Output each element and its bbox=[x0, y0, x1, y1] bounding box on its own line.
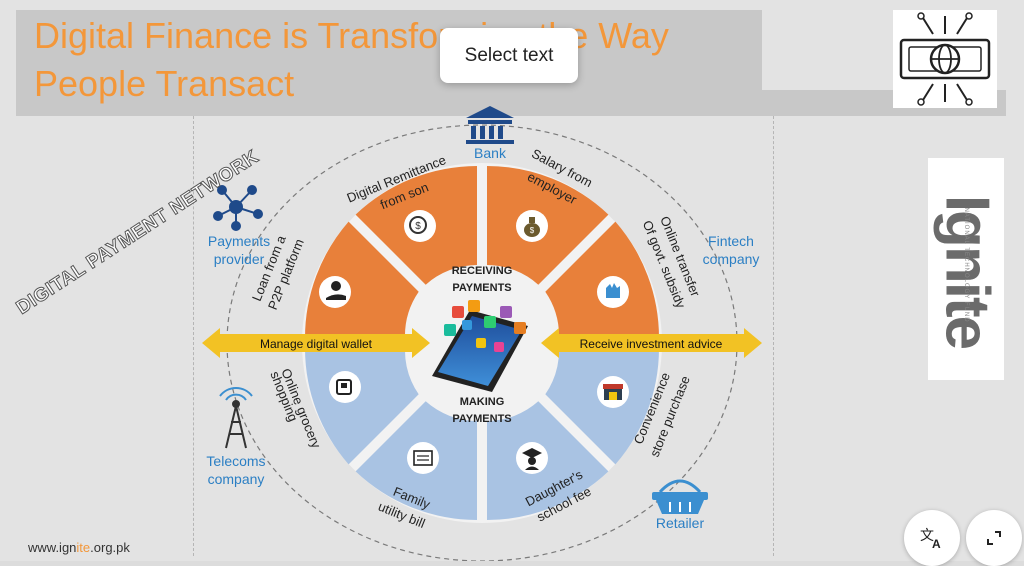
segment-subsidy bbox=[545, 221, 659, 338]
digital-money-icon bbox=[899, 12, 991, 106]
digital-money-logo bbox=[893, 10, 997, 108]
bank-icon bbox=[466, 106, 514, 144]
making-label-1: MAKING bbox=[460, 396, 505, 408]
ignite-brand-logo: Ignite NATIONAL TECHNOLOGY FUND bbox=[928, 158, 1004, 380]
title-strip bbox=[16, 90, 1006, 116]
remittance-icon: $ bbox=[404, 210, 436, 242]
translate-icon: 文 A bbox=[920, 528, 941, 550]
network-nodes-icon bbox=[213, 185, 263, 231]
receiving-label-1: RECEIVING bbox=[452, 265, 513, 277]
footer-url: www.ignite.org.pk bbox=[28, 540, 130, 555]
utility-bill-icon bbox=[407, 442, 439, 474]
telecoms-company-label: Telecoms company bbox=[192, 452, 280, 488]
bank-label: Bank bbox=[474, 145, 506, 161]
loan-hand-icon bbox=[319, 276, 351, 308]
telecoms-line-2: company bbox=[207, 471, 265, 487]
expand-icon bbox=[987, 531, 1001, 545]
store-front-icon bbox=[597, 376, 629, 408]
graduate-icon bbox=[516, 442, 548, 474]
dashed-divider-right bbox=[773, 116, 774, 556]
footer-url-prefix: www.ign bbox=[28, 540, 77, 555]
making-label-2: PAYMENTS bbox=[452, 413, 511, 425]
fintech-line-2: company bbox=[702, 251, 760, 267]
footer-url-suffix: .org.pk bbox=[90, 540, 130, 555]
telecoms-line-1: Telecoms bbox=[206, 453, 266, 469]
receiving-label-2: PAYMENTS bbox=[452, 282, 511, 294]
arrow-label-left: Manage digital wallet bbox=[260, 337, 373, 351]
payments-provider-line-2: provider bbox=[213, 251, 265, 267]
payments-provider-line-1: Payments bbox=[207, 233, 271, 249]
translate-button[interactable]: 文 A bbox=[904, 510, 960, 566]
svg-text:$: $ bbox=[530, 226, 535, 235]
shopping-basket-icon bbox=[652, 479, 708, 514]
expand-button[interactable] bbox=[966, 510, 1022, 566]
footer-url-highlight: ite bbox=[76, 540, 91, 555]
fintech-company-label: Fintech company bbox=[690, 232, 772, 268]
svg-text:A: A bbox=[932, 537, 941, 550]
segment-loan bbox=[305, 221, 419, 338]
dashed-divider-left bbox=[193, 116, 194, 556]
cell-tower-icon bbox=[219, 387, 253, 449]
left-arrow-manage-wallet bbox=[202, 328, 430, 358]
money-bag-icon: $ bbox=[516, 210, 548, 242]
retailer-label: Retailer bbox=[655, 515, 705, 531]
svg-text:$: $ bbox=[415, 221, 421, 232]
hand-transfer-icon bbox=[597, 276, 629, 308]
segment-store bbox=[545, 348, 659, 465]
arrow-label-right: Receive investment advice bbox=[580, 337, 723, 351]
grocery-cart-icon bbox=[329, 371, 361, 403]
select-text-button[interactable]: Select text bbox=[440, 28, 578, 83]
svg-text:文: 文 bbox=[920, 528, 934, 544]
smartphone-apps-icon bbox=[432, 300, 528, 392]
payments-provider-label: Payments provider bbox=[196, 232, 282, 268]
fintech-line-1: Fintech bbox=[708, 233, 754, 249]
slide-title-line-2[interactable]: People Transact bbox=[34, 63, 295, 104]
right-arrow-investment-advice bbox=[541, 328, 762, 358]
